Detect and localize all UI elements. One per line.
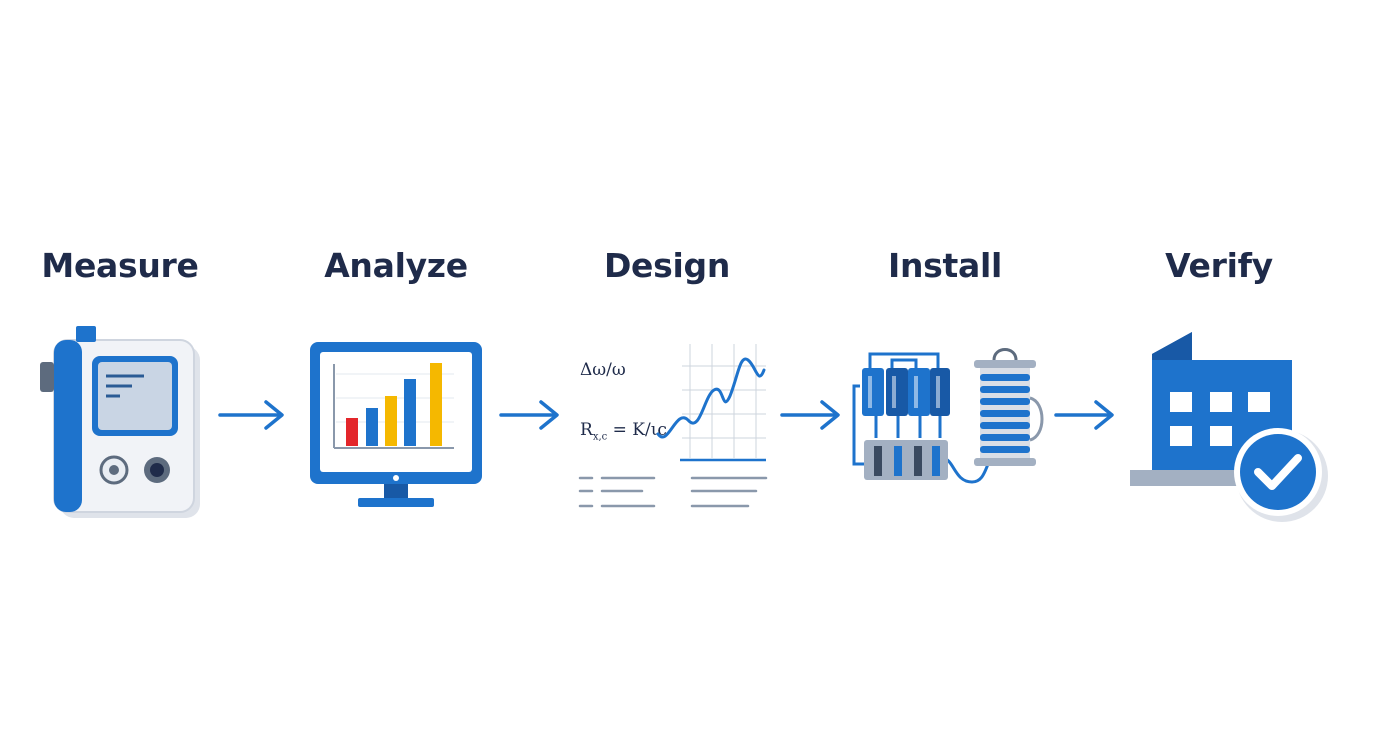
- arrow-right-icon: [1054, 400, 1114, 430]
- formula-resistance: Rx,c = K/ιc: [580, 420, 667, 443]
- formula-frequency-ratio: Δω/ω: [580, 360, 626, 380]
- step-label-analyze: Analyze: [324, 246, 468, 285]
- verified-building-icon: [1130, 332, 1328, 522]
- design-formula-graph-icon: [578, 344, 768, 508]
- step-label-install: Install: [888, 246, 1002, 285]
- monitor-bar-chart-icon: [310, 342, 482, 507]
- arrow-right-icon: [218, 400, 284, 430]
- step-label-design: Design: [603, 246, 731, 285]
- arrow-right-icon: [780, 400, 840, 430]
- installation-components-icon: [852, 348, 1044, 484]
- step-label-measure: Measure: [41, 246, 199, 285]
- measurement-device-icon: [40, 326, 200, 518]
- arrow-right-icon: [499, 400, 559, 430]
- step-label-verify: Verify: [1165, 246, 1273, 285]
